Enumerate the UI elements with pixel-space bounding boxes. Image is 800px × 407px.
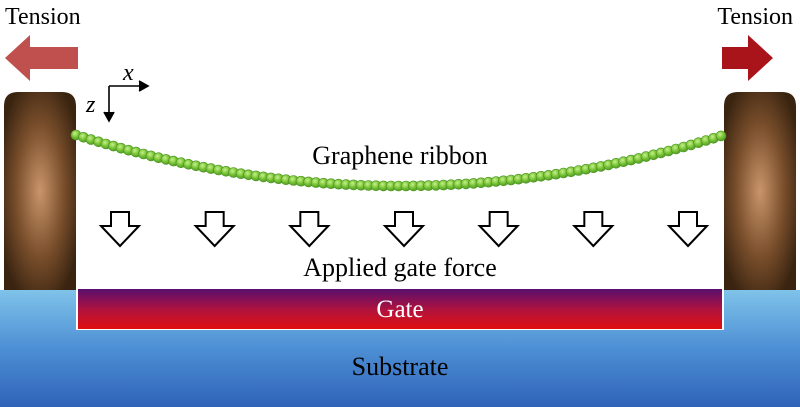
right-clamp bbox=[724, 92, 796, 290]
gate-electrode bbox=[78, 289, 722, 329]
gate-force-arrow bbox=[666, 211, 710, 248]
gate-label: Gate bbox=[376, 296, 424, 323]
left-clamp bbox=[4, 92, 76, 290]
graphene-ribbon-label: Graphene ribbon bbox=[312, 141, 488, 170]
substrate-label: Substrate bbox=[351, 352, 449, 381]
tension-arrow-left bbox=[5, 35, 78, 81]
applied-gate-force-label: Applied gate force bbox=[303, 253, 497, 282]
axis-x-label: x bbox=[123, 60, 134, 86]
tension-label-left: Tension bbox=[5, 4, 81, 30]
gate-force-arrow bbox=[572, 211, 615, 248]
tension-arrow-right bbox=[722, 35, 773, 81]
gate-force-arrow bbox=[477, 211, 520, 248]
axis-icon bbox=[103, 80, 150, 123]
substrate bbox=[0, 290, 800, 407]
gate-force-arrows bbox=[98, 211, 710, 248]
gate-force-arrow bbox=[98, 211, 142, 248]
graphene-ribbon bbox=[70, 129, 727, 192]
axis-z-label: z bbox=[86, 92, 96, 118]
ribbon-bead bbox=[715, 130, 727, 142]
gate-force-arrow bbox=[382, 211, 426, 248]
tension-label-right: Tension bbox=[717, 4, 793, 30]
gate-force-arrow bbox=[193, 211, 236, 248]
gate-force-arrow bbox=[288, 211, 331, 248]
